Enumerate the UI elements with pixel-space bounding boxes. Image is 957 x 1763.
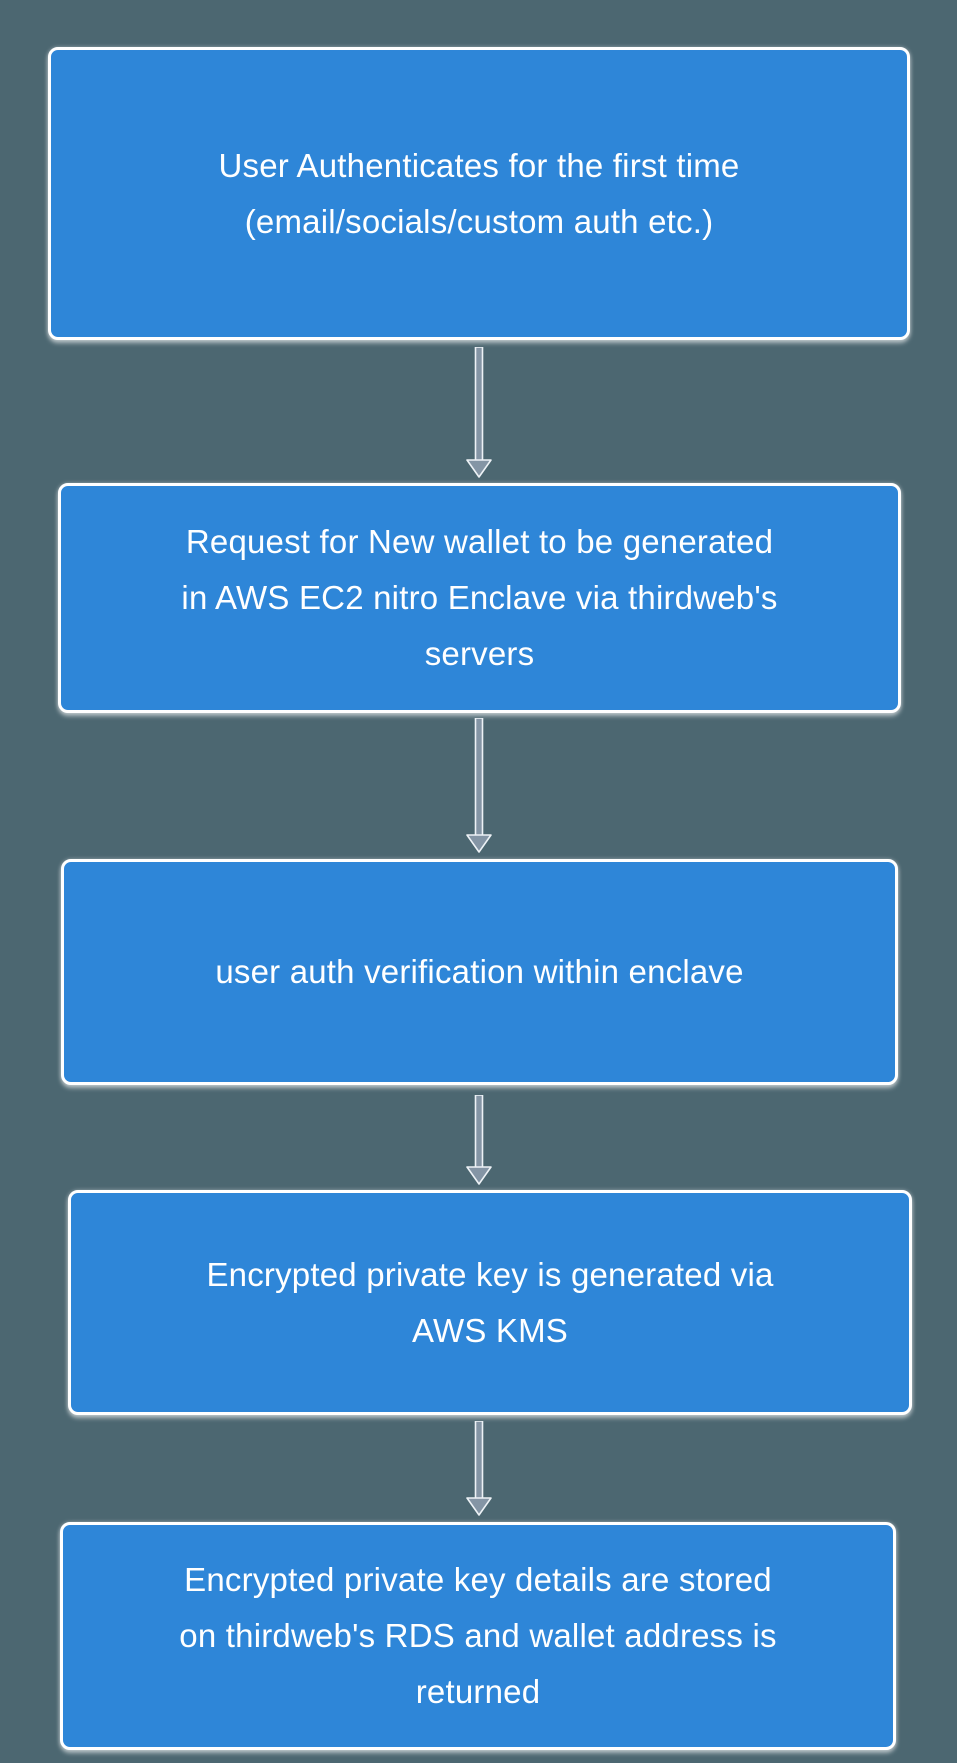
flow-step-2-label: Request for New wallet to be generated i… [181, 523, 778, 672]
flow-step-2: Request for New wallet to be generated i… [58, 483, 901, 713]
flow-step-5: Encrypted private key details are stored… [60, 1522, 896, 1750]
arrow-down-icon [462, 347, 496, 478]
flow-step-1: User Authenticates for the first time (e… [48, 47, 910, 340]
flow-step-3: user auth verification within enclave [61, 859, 898, 1085]
flow-step-4-label: Encrypted private key is generated via A… [206, 1255, 774, 1349]
flow-step-4: Encrypted private key is generated via A… [68, 1190, 912, 1415]
flow-step-1-label: User Authenticates for the first time (e… [218, 146, 740, 240]
arrow-down-icon [462, 1095, 496, 1185]
flow-step-5-label: Encrypted private key details are stored… [179, 1561, 777, 1710]
arrow-down-icon [462, 1421, 496, 1516]
flow-step-3-label: user auth verification within enclave [215, 953, 744, 990]
arrow-down-icon [462, 718, 496, 853]
